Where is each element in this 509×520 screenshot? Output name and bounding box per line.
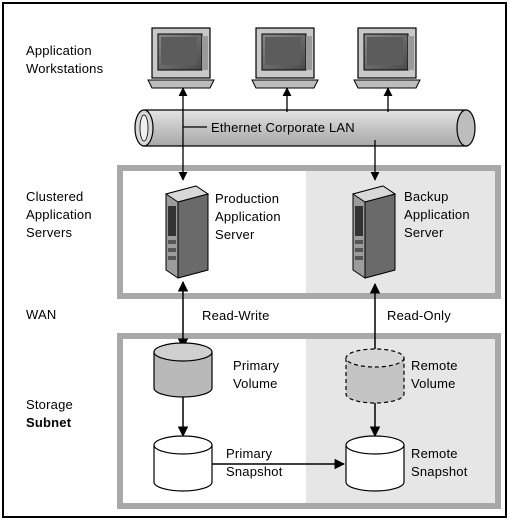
production-server-label: Production Application Server [215,191,281,242]
read-only-label: Read-Only [387,308,451,323]
server-panel-backup-region [306,171,495,293]
row-label-wan: WAN [26,307,57,322]
server-icon [351,185,397,279]
primary-snapshot-label: Primary Snapshot [226,446,283,479]
primary-volume-label: Primary Volume [233,358,280,391]
backup-server-label: Backup Application Server [404,189,470,240]
row-label-workstations: Application Workstations [26,43,104,76]
disk-snapshot-icon [153,435,213,492]
workstation-icon [353,27,421,89]
server-icon [164,185,210,279]
lan-pipe [134,109,476,147]
row-label-subnet: Subnet [26,415,72,430]
row-label-servers: Clustered Application Servers [26,189,92,240]
disk-snapshot-icon [345,435,405,492]
disk-volume-icon [345,348,405,404]
remote-volume-label: Remote Volume [411,358,458,391]
disk-volume-icon [153,342,213,398]
row-label-storage: Storage [26,397,73,412]
read-write-label: Read-Write [202,308,270,323]
lan-connectors [178,87,393,181]
lan-label: Ethernet Corporate LAN [211,120,355,135]
remote-snapshot-label: Remote Snapshot [411,446,468,479]
storage-links [177,280,381,470]
workstation-icon [251,27,319,89]
workstation-icon [147,27,215,89]
